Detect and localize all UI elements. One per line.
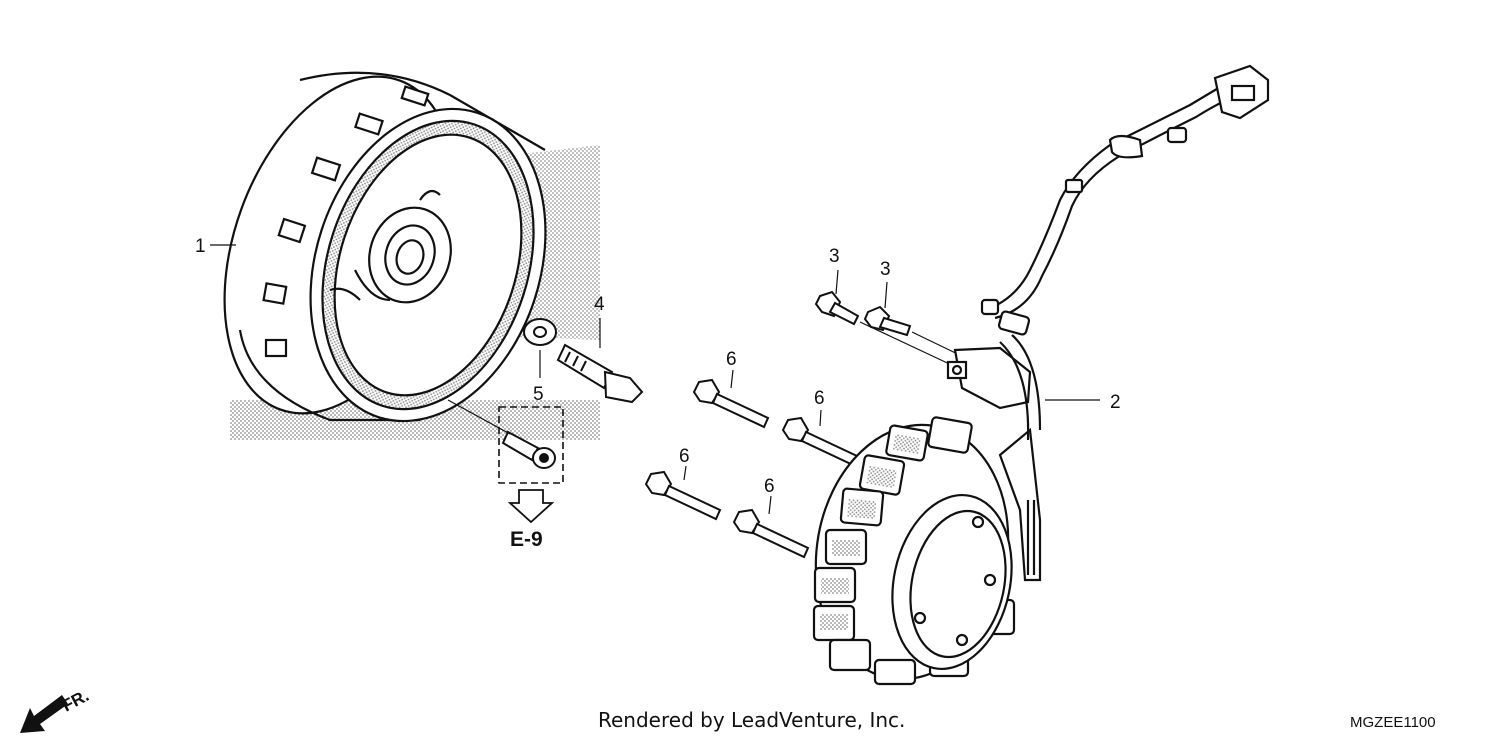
callout-6d: 6 — [764, 476, 775, 515]
callout-5: 5 — [533, 350, 544, 405]
wire-harness[interactable] — [980, 64, 1270, 441]
washer-5[interactable] — [523, 318, 557, 346]
bolt-6d[interactable] — [732, 508, 810, 559]
callout-3b: 3 — [880, 259, 891, 309]
callout-6a: 6 — [726, 349, 737, 389]
callout-6c: 6 — [679, 446, 690, 481]
credit-text: Rendered by LeadVenture, Inc. — [598, 708, 906, 732]
callout-4: 4 — [594, 294, 605, 348]
svg-text:6: 6 — [814, 388, 825, 409]
front-direction-arrow-icon — [20, 695, 68, 733]
svg-text:1: 1 — [195, 236, 206, 257]
callout-3a: 3 — [829, 246, 840, 295]
svg-text:5: 5 — [533, 384, 544, 405]
direction-label: FR. — [59, 686, 92, 716]
callout-2: 2 — [1045, 392, 1121, 413]
down-arrow-icon[interactable] — [507, 489, 555, 524]
svg-text:2: 2 — [1110, 392, 1121, 413]
bolt-3b[interactable] — [863, 305, 912, 337]
callout-1: 1 — [195, 236, 236, 257]
bolt-6c[interactable] — [644, 470, 722, 521]
stator[interactable] — [796, 346, 1042, 695]
svg-text:3: 3 — [880, 259, 891, 280]
svg-text:3: 3 — [829, 246, 840, 267]
svg-text:6: 6 — [679, 446, 690, 467]
svg-text:6: 6 — [764, 476, 775, 497]
reference-box[interactable] — [447, 399, 564, 484]
svg-text:4: 4 — [594, 294, 605, 315]
bolt-6a[interactable] — [692, 378, 770, 429]
reference-label[interactable]: E-9 — [510, 528, 543, 551]
bolt-3a[interactable] — [814, 290, 860, 326]
flange-bolt-4[interactable] — [556, 343, 644, 404]
diagram-code: MGZEE1100 — [1350, 714, 1436, 731]
callout-6b: 6 — [814, 388, 825, 427]
svg-text:6: 6 — [726, 349, 737, 370]
flywheel[interactable] — [181, 45, 583, 452]
